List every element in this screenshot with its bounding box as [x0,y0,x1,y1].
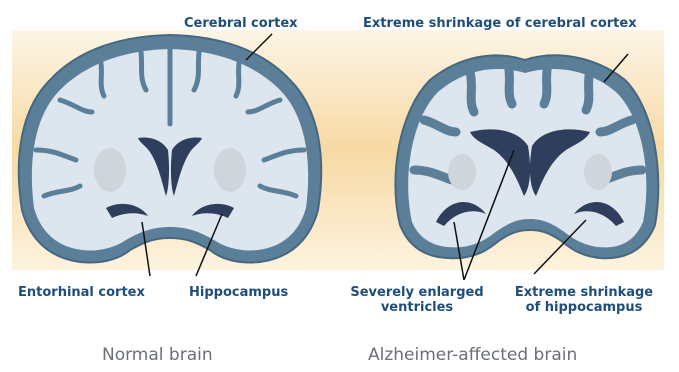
label-normal-cerebral-cortex: Cerebral cortex [184,16,298,31]
label-entorhinal-cortex: Entorhinal cortex [18,285,145,300]
label-enlarged-ventricles: Severely enlarged ventricles [342,285,492,315]
normal-brain-section [19,35,321,263]
title-normal-brain: Normal brain [102,345,213,365]
label-ad-hippocampus-shrinkage: Extreme shrinkage of hippocampus [509,285,659,315]
label-hippocampus: Hippocampus [189,285,288,300]
alzheimer-brain-section [395,55,658,258]
label-ad-cortex-shrinkage: Extreme shrinkage of cerebral cortex [363,16,637,31]
title-alzheimer-brain: Alzheimer-affected brain [368,345,577,365]
